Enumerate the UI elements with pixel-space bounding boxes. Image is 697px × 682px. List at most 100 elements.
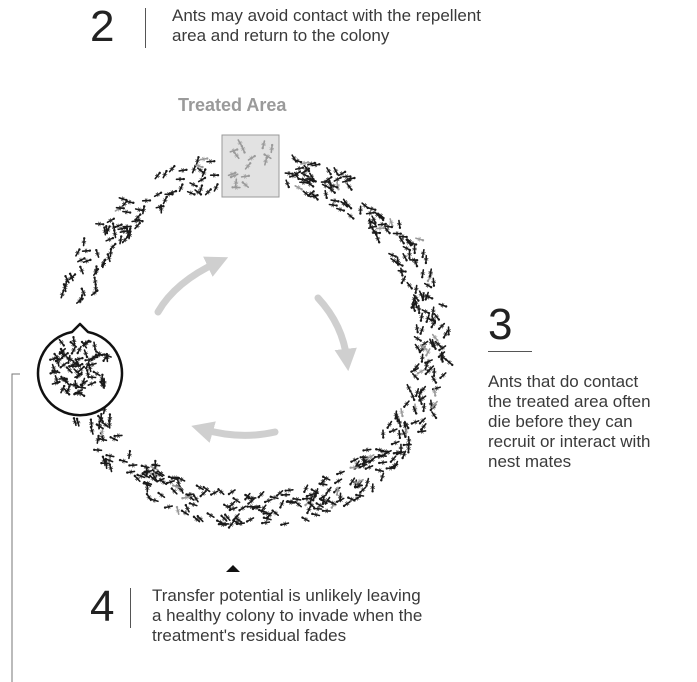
ant-icon xyxy=(180,509,189,516)
ant-icon xyxy=(72,417,78,427)
ant-icon xyxy=(419,326,425,335)
step-3-line-3: die before they can xyxy=(488,412,633,431)
ant-icon xyxy=(76,345,82,355)
ant-icon xyxy=(105,236,115,242)
ant-icon xyxy=(321,495,326,506)
flow-arrow-bottom xyxy=(191,421,279,443)
ant-icon xyxy=(257,491,265,499)
ant-icon xyxy=(81,237,87,247)
ant-icon xyxy=(143,468,153,474)
ant-icon xyxy=(384,226,391,235)
ant-icon xyxy=(437,322,446,330)
ant-icon xyxy=(407,250,412,260)
ant-icon xyxy=(87,363,93,373)
step-4-line-3: treatment's residual fades xyxy=(152,626,347,645)
ant-icon xyxy=(321,508,331,514)
ant-icon xyxy=(175,176,185,182)
ant-icon xyxy=(97,414,104,423)
ant-icon xyxy=(99,380,106,389)
ant-icon xyxy=(428,268,434,278)
ant-icon xyxy=(393,410,399,420)
step-3-text: Ants that do contact the treated area of… xyxy=(488,372,651,472)
ant-icon xyxy=(95,248,100,258)
ant-icon xyxy=(371,215,377,224)
ant-icon xyxy=(209,172,220,178)
ant-icon xyxy=(359,486,367,494)
ant-icon xyxy=(421,402,427,413)
ant-icon xyxy=(375,234,381,244)
ant-icon xyxy=(222,503,232,510)
ant-icon xyxy=(119,229,129,234)
ant-icon xyxy=(311,512,321,518)
step-3-line-5: nest mates xyxy=(488,452,572,471)
ant-icon xyxy=(298,177,308,183)
ant-icon xyxy=(303,484,309,494)
ant-icon xyxy=(162,169,168,179)
ant-icon xyxy=(51,380,61,386)
ant-icon xyxy=(401,429,407,438)
ant-icon xyxy=(383,224,394,229)
ant-icon xyxy=(362,447,372,453)
marker-triangle xyxy=(226,565,240,572)
ant-icon xyxy=(294,500,303,508)
ant-icon xyxy=(328,187,336,194)
ant-icon xyxy=(71,336,77,346)
ant-icon xyxy=(366,454,375,460)
ant-icon xyxy=(370,483,376,493)
ant-icon xyxy=(81,248,92,254)
ant-icon xyxy=(398,234,408,239)
step-2-line-2: area and return to the colony xyxy=(172,26,390,45)
ant-icon xyxy=(390,440,400,446)
ant-trail-ring xyxy=(59,154,454,529)
ant-icon xyxy=(347,496,356,502)
ant-icon xyxy=(199,490,207,498)
ant-icon xyxy=(398,236,405,245)
ant-icon xyxy=(196,514,204,523)
ant-icon xyxy=(306,181,315,188)
bracket-line xyxy=(11,373,20,682)
ant-icon xyxy=(416,304,422,315)
ant-icon xyxy=(107,419,112,429)
ant-icon xyxy=(350,457,359,463)
ant-icon xyxy=(401,450,407,460)
ant-icon xyxy=(269,143,275,154)
nest xyxy=(36,322,124,417)
ant-icon xyxy=(204,188,212,196)
ant-icon xyxy=(201,168,207,178)
ant-icon xyxy=(319,477,327,486)
ant-icon xyxy=(238,505,247,512)
ant-icon xyxy=(75,417,81,427)
ant-icon xyxy=(284,179,290,189)
ant-icon xyxy=(141,205,146,215)
step-3-line-4: recruit or interact with xyxy=(488,432,651,451)
ant-icon xyxy=(170,487,178,495)
ant-icon xyxy=(206,512,215,519)
step-2-text: Ants may avoid contact with the repellen… xyxy=(172,6,481,46)
ant-icon xyxy=(95,423,104,430)
ant-icon xyxy=(93,447,103,453)
ant-icon xyxy=(244,162,252,170)
ant-icon xyxy=(392,231,402,236)
ant-icon xyxy=(419,353,425,363)
ant-icon xyxy=(312,193,319,201)
ant-icon xyxy=(186,190,196,196)
ant-icon xyxy=(389,455,397,463)
ant-icon xyxy=(80,377,86,387)
ant-icon xyxy=(70,346,77,355)
ant-icon xyxy=(106,253,112,263)
ant-icon xyxy=(49,369,59,375)
ant-icon xyxy=(181,495,191,500)
ant-icon xyxy=(74,356,84,362)
ant-icon xyxy=(66,354,72,365)
step-4-text: Transfer potential is unlikely leaving a… xyxy=(152,586,422,646)
ant-icon xyxy=(260,504,267,513)
ant-icon xyxy=(245,517,255,523)
ant-icon xyxy=(217,488,225,496)
ant-icon xyxy=(141,472,151,479)
ant-icon xyxy=(195,156,200,166)
ant-icon xyxy=(117,226,127,232)
step-4-number: 4 xyxy=(90,582,115,631)
ant-icon xyxy=(310,488,319,495)
ant-icon xyxy=(227,171,237,177)
ant-icon xyxy=(328,202,338,208)
